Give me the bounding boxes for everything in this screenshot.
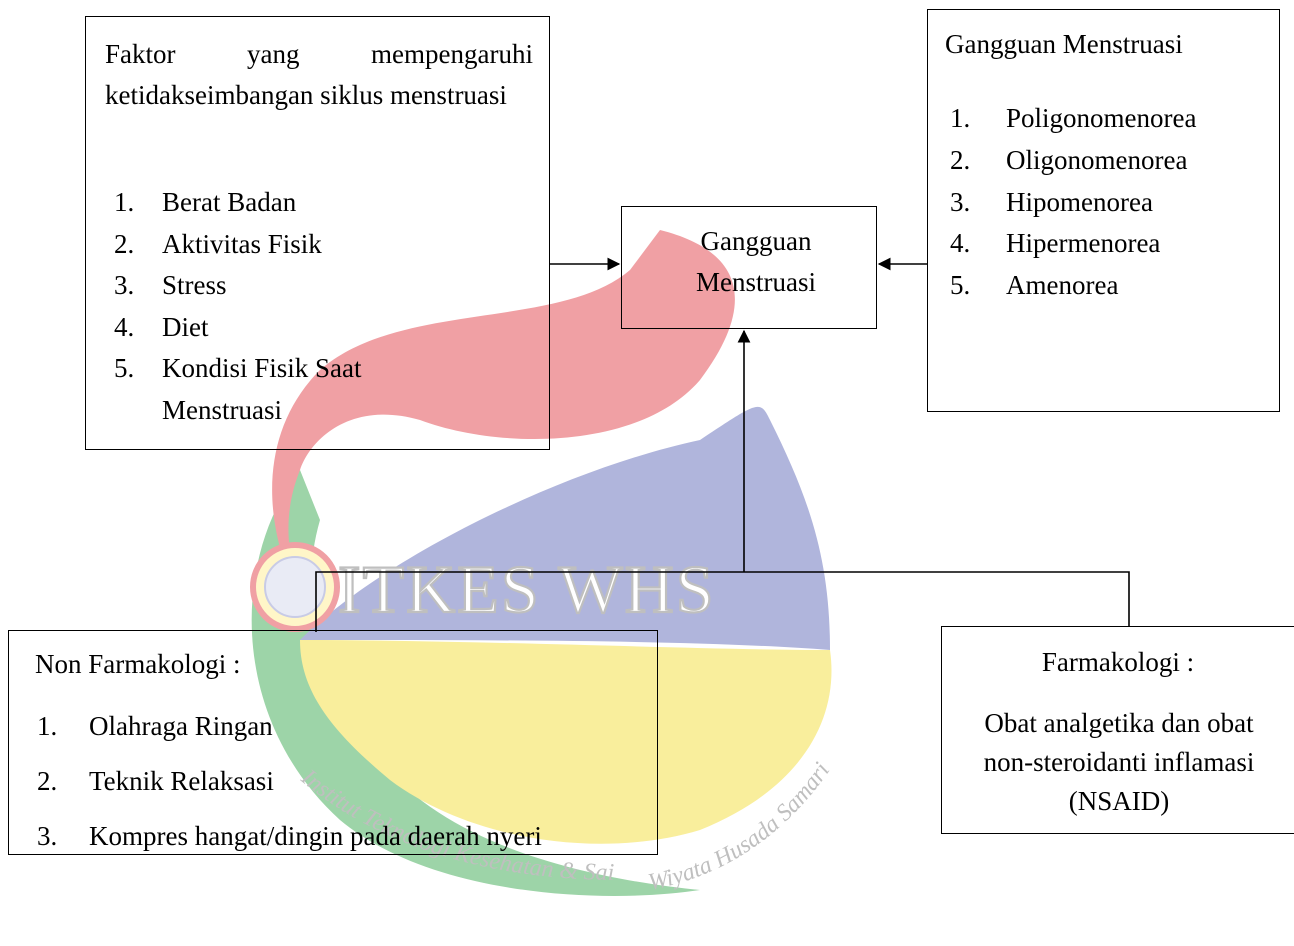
non-pharmacological-box: Non Farmakologi : 1. Olahraga Ringan 2. Te… [8, 630, 658, 855]
pharmacological-text: Obat analgetika dan obat non-steroidanti… [983, 708, 1255, 816]
list-label: Berat Badan [162, 187, 297, 217]
non-pharmacological-heading: Non Farmakologi : [35, 649, 241, 679]
list-label: Kondisi Fisik Saat Menstruasi [162, 353, 362, 425]
list-item: 2. Teknik Relaksasi [37, 754, 657, 809]
list-number: 2. [950, 144, 971, 175]
disorders-list: 1. Poligonomenorea 2. Oligonomenorea 3. Hip… [950, 98, 1280, 307]
list-number: 1. [37, 711, 58, 741]
list-number: 4. [114, 311, 135, 342]
disorders-heading: Gangguan Menstruasi [945, 29, 1183, 59]
list-label: Diet [162, 311, 209, 342]
list-item: 3. Kompres hangat/dingin pada daerah nyer… [37, 809, 657, 864]
list-number: 3. [950, 186, 971, 217]
list-label: Poligonomenorea [1006, 103, 1197, 133]
list-item: 1. Poligonomenorea [950, 98, 1280, 140]
disorders-box: Gangguan Menstruasi 1. Poligonomenorea 2.… [927, 9, 1280, 412]
list-item: 3. Hipomenorea [950, 182, 1280, 224]
list-label: Teknik Relaksasi [89, 766, 274, 796]
center-title-line2: Menstruasi [696, 267, 816, 297]
center-title: Gangguan Menstruasi [622, 221, 876, 303]
center-title-line1: Gangguan [700, 226, 812, 256]
list-number: 5. [950, 270, 971, 301]
list-item: 2. Aktivitas Fisik [114, 224, 494, 266]
watermark-green-arc [251, 470, 701, 896]
list-number: 2. [114, 228, 135, 259]
list-number: 1. [114, 187, 135, 217]
list-item: 3. Stress [114, 265, 494, 307]
pharmacological-box: Farmakologi : Obat analgetika dan obat n… [941, 626, 1294, 834]
list-item: 5. Amenorea [950, 265, 1280, 307]
list-number: 3. [37, 821, 58, 851]
watermark-yellow-swoosh [300, 640, 832, 844]
list-number: 5. [114, 353, 135, 383]
pharmacological-heading: Farmakologi : [1041, 647, 1195, 677]
list-label: Hipomenorea [1006, 186, 1153, 217]
list-item: 2. Oligonomenorea [950, 140, 1280, 182]
list-label: Aktivitas Fisik [162, 228, 322, 259]
list-item: 4. Diet [114, 307, 494, 349]
list-number: 4. [950, 228, 971, 259]
center-box: Gangguan Menstruasi [621, 206, 877, 329]
list-item: 1. Olahraga Ringan [37, 699, 657, 754]
list-number: 1. [950, 103, 971, 133]
non-pharmacological-list: 1. Olahraga Ringan 2. Teknik Relaksasi 3. K… [37, 699, 657, 864]
list-label: Amenorea [1006, 270, 1119, 301]
list-item: 5. Kondisi Fisik Saat Menstruasi [114, 348, 494, 431]
list-item: 4. Hipermenorea [950, 223, 1280, 265]
watermark-logo-text: ITKES WHS [338, 551, 716, 627]
factors-list: 1. Berat Badan 2. Aktivitas Fisik 3. Stress… [114, 182, 494, 431]
list-label: Oligonomenorea [1006, 144, 1188, 175]
watermark-red-flame [272, 230, 735, 600]
list-number: 2. [37, 766, 58, 796]
list-label: Hipermenorea [1006, 228, 1161, 259]
list-item: 1. Berat Badan [114, 182, 494, 224]
factors-heading: Faktor yang mempengaruhi ketidakseimbang… [105, 39, 533, 110]
list-number: 3. [114, 270, 135, 300]
list-label: Olahraga Ringan [89, 711, 273, 741]
factors-box: Faktor yang mempengaruhi ketidakseimbang… [85, 16, 550, 450]
list-label: Stress [162, 270, 227, 300]
list-label: Kompres hangat/dingin pada daerah nyeri [89, 821, 542, 851]
